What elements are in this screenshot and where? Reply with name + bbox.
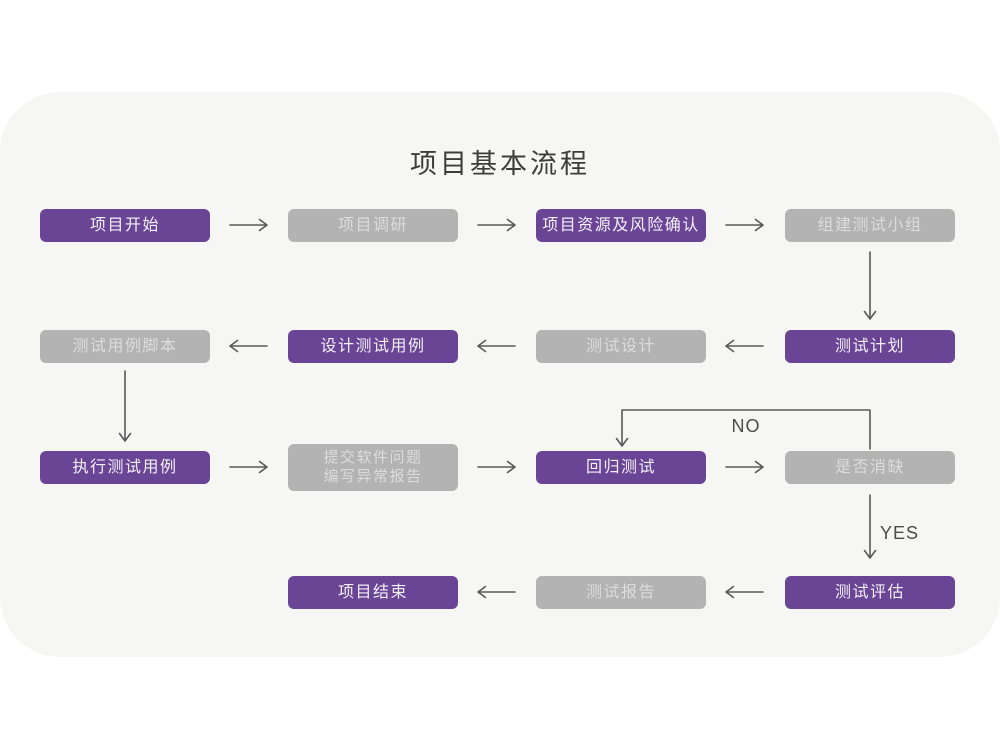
flow-node-defect-cleared: 是否消缺 bbox=[785, 451, 955, 484]
node-label: 是否消缺 bbox=[834, 458, 905, 476]
arrow-no-loop bbox=[615, 409, 871, 450]
node-label: 测试设计 bbox=[585, 337, 656, 355]
flow-node-test-design: 测试设计 bbox=[536, 330, 706, 363]
node-label: 测试计划 bbox=[834, 337, 905, 355]
arrow-right bbox=[477, 218, 516, 232]
node-label-line2: 编写异常报告 bbox=[323, 467, 423, 485]
flow-node-test-case-script: 测试用例脚本 bbox=[40, 330, 210, 363]
arrow-yes bbox=[863, 494, 877, 559]
flow-node-regression-test: 回归测试 bbox=[536, 451, 706, 484]
node-label: 设计测试用例 bbox=[320, 337, 426, 355]
arrow-down bbox=[118, 370, 132, 442]
node-label: 项目资源及风险确认 bbox=[542, 216, 700, 234]
arrow-left bbox=[477, 585, 516, 599]
flow-node-project-research: 项目调研 bbox=[288, 209, 458, 242]
node-label-line1: 提交软件问题 bbox=[323, 448, 423, 466]
arrow-right bbox=[725, 218, 764, 232]
arrow-left bbox=[229, 339, 268, 353]
arrow-right bbox=[477, 460, 516, 474]
node-label: 执行测试用例 bbox=[72, 458, 178, 476]
flow-node-submit-issue-report: 提交软件问题 编写异常报告 bbox=[288, 444, 458, 491]
arrow-left bbox=[725, 585, 764, 599]
node-label: 组建测试小组 bbox=[817, 216, 923, 234]
node-label: 项目调研 bbox=[337, 216, 408, 234]
flow-node-test-evaluation: 测试评估 bbox=[785, 576, 955, 609]
flow-node-test-report: 测试报告 bbox=[536, 576, 706, 609]
arrow-down bbox=[863, 251, 877, 320]
node-label: 项目开始 bbox=[89, 216, 160, 234]
flow-node-resource-risk-confirm: 项目资源及风险确认 bbox=[536, 209, 706, 242]
arrow-left bbox=[477, 339, 516, 353]
node-label: 回归测试 bbox=[585, 458, 656, 476]
yes-label: YES bbox=[880, 523, 919, 543]
node-label: 测试用例脚本 bbox=[72, 337, 178, 355]
page-title: 项目基本流程 bbox=[410, 149, 590, 179]
arrow-right bbox=[725, 460, 764, 474]
flow-node-design-test-case: 设计测试用例 bbox=[288, 330, 458, 363]
arrow-left bbox=[725, 339, 764, 353]
flow-node-project-start: 项目开始 bbox=[40, 209, 210, 242]
background-card bbox=[0, 92, 1000, 657]
node-label: 测试评估 bbox=[834, 583, 905, 601]
flow-node-build-test-team: 组建测试小组 bbox=[785, 209, 955, 242]
flow-node-execute-test-case: 执行测试用例 bbox=[40, 451, 210, 484]
arrow-right bbox=[229, 460, 268, 474]
node-label: 项目结束 bbox=[337, 583, 408, 601]
flow-node-project-end: 项目结束 bbox=[288, 576, 458, 609]
flow-node-test-plan: 测试计划 bbox=[785, 330, 955, 363]
no-label: NO bbox=[732, 416, 761, 436]
node-label: 测试报告 bbox=[585, 583, 656, 601]
arrow-right bbox=[229, 218, 268, 232]
